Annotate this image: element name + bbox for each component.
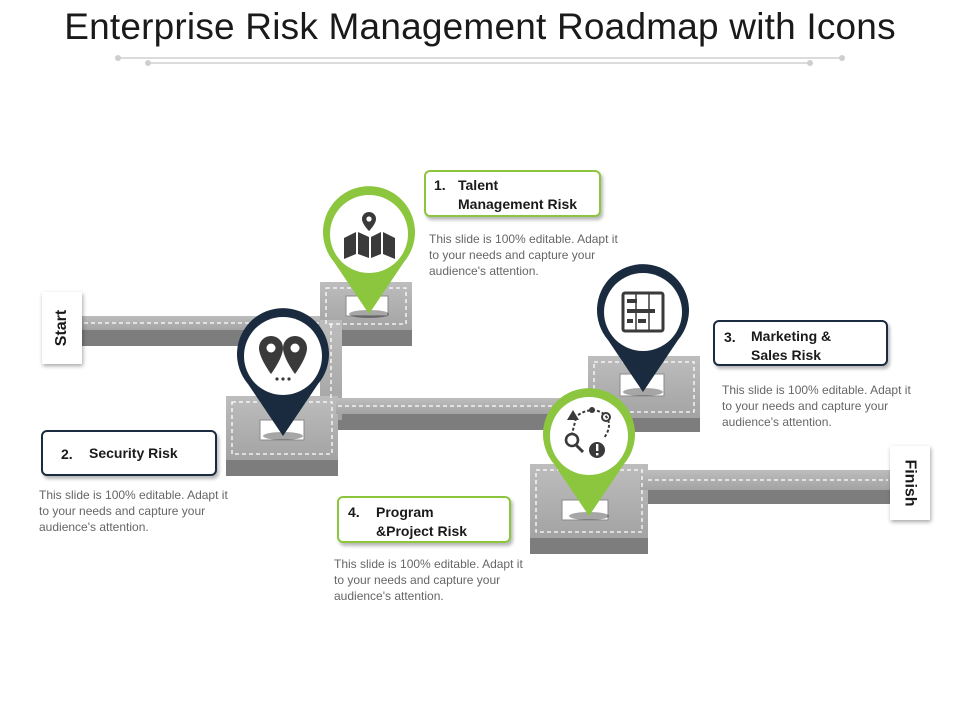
item-title-line: Program	[376, 504, 434, 520]
item-3-description: This slide is 100% editable. Adapt it to…	[722, 383, 911, 429]
item-title-line: Security Risk	[89, 445, 178, 461]
item-title-line: &Project Risk	[376, 523, 468, 539]
finish-label: Finish	[902, 459, 920, 507]
item-title-line: Sales Risk	[751, 347, 822, 363]
item-1-description: This slide is 100% editable. Adapt it to…	[429, 232, 618, 278]
item-4-label-box: 4. Program &Project Risk	[337, 496, 511, 543]
start-label: Start	[52, 309, 70, 347]
item-4-description: This slide is 100% editable. Adapt it to…	[334, 557, 523, 603]
pin-program-project	[543, 388, 635, 520]
item-2-description: This slide is 100% editable. Adapt it to…	[39, 488, 228, 534]
finish-sign: Finish	[890, 446, 930, 520]
title-divider	[115, 55, 845, 66]
gantt-chart-icon	[621, 291, 665, 333]
item-title-line: Talent	[458, 177, 499, 193]
item-title-line: Marketing &	[751, 328, 832, 344]
map-location-icon	[344, 212, 395, 259]
item-number: 2.	[61, 446, 73, 462]
item-2-label-box: 2. Security Risk	[41, 430, 217, 476]
risk-network-icon	[564, 407, 611, 458]
item-title-line: Management Risk	[458, 196, 578, 212]
page-title: Enterprise Risk Management Roadmap with …	[64, 6, 896, 47]
item-number: 1.	[434, 177, 446, 193]
item-1-label-box: 1. Talent Management Risk	[424, 170, 601, 217]
item-number: 4.	[348, 504, 360, 520]
start-sign: Start	[42, 292, 82, 364]
item-3-label-box: 3. Marketing & Sales Risk	[713, 320, 888, 366]
pin-marketing-sales	[597, 264, 689, 396]
location-pins-icon	[259, 336, 307, 381]
item-number: 3.	[724, 329, 736, 345]
pin-talent-management	[323, 186, 415, 318]
pin-security	[237, 308, 329, 440]
